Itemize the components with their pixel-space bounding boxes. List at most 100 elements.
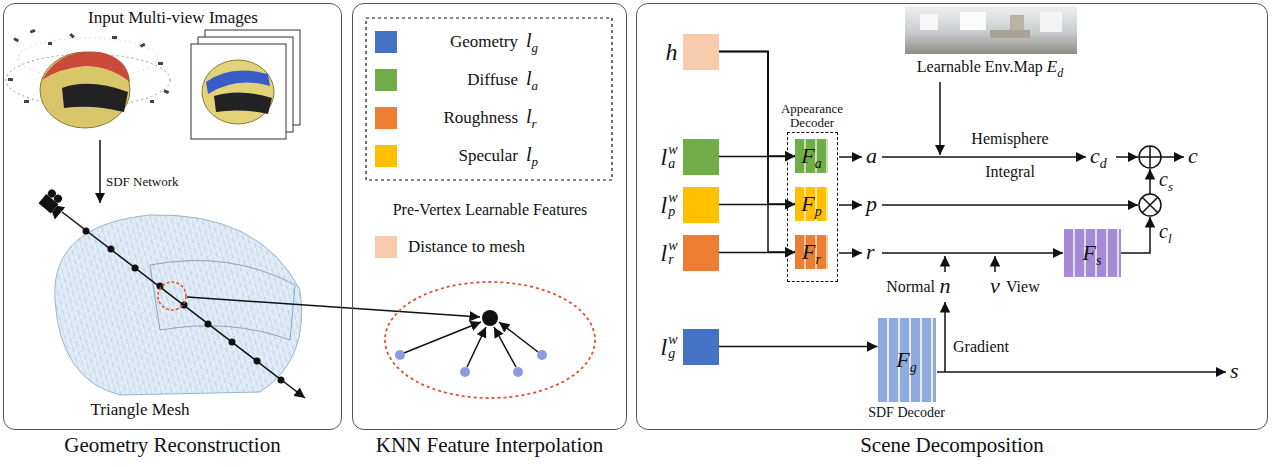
helmet-render (40, 52, 130, 128)
connector-arrow (719, 252, 796, 254)
label-group: c (1188, 143, 1198, 168)
function-symbol: F (1083, 242, 1096, 264)
legend-text: Geometry (450, 32, 518, 52)
annotation: SDF Network (106, 174, 179, 189)
camera-ray (62, 212, 305, 398)
label-group: Gradient (953, 338, 1009, 356)
math-symbol: a (866, 143, 877, 168)
operator-symbols (1139, 146, 1161, 216)
subscript: p (815, 204, 822, 220)
feature-box: lwg (683, 329, 719, 365)
label-group: Integral (985, 163, 1035, 181)
math-symbol: r (866, 239, 875, 264)
annotation: Integral (985, 163, 1035, 180)
annotation: Input Multi-view Images (88, 8, 258, 27)
group-title: Appearance Decoder (774, 102, 850, 131)
math-symbol: E (1047, 57, 1057, 76)
label-group: cl (1159, 220, 1172, 243)
panel-caption: KNN Feature Interpolation (353, 433, 626, 458)
label-group: la (526, 67, 538, 90)
superscript: w (668, 191, 677, 205)
feature-box: lwa (683, 139, 719, 175)
legend-swatch (375, 107, 397, 129)
label-group: a (866, 143, 877, 168)
annotation: Hemisphere (971, 130, 1048, 147)
math-symbol: p (866, 191, 877, 216)
panel-caption: Scene Decomposition (637, 433, 1267, 458)
label-group: Hemisphere (971, 130, 1048, 148)
legend-text: Roughness (443, 108, 518, 128)
annotation: Normal (886, 278, 935, 295)
legend-text: Distance to mesh (408, 237, 525, 257)
subscript: r (532, 116, 537, 131)
decoder-group: Appearance DecoderFaFpFr (787, 132, 838, 282)
function-symbol: F (802, 241, 815, 263)
feature-box: lwr (683, 235, 719, 271)
subscript: a (815, 156, 822, 172)
label-group: cd (1090, 143, 1107, 168)
legend-swatch (375, 69, 397, 91)
feature-symbol: l (660, 145, 667, 169)
subscript: d (1100, 156, 1107, 171)
subscript: d (1057, 66, 1063, 80)
subscript: p (532, 154, 539, 169)
connector-arrow (719, 52, 796, 253)
feature-box: h (683, 34, 719, 70)
connector-arrow (719, 204, 796, 206)
subscript: g (910, 360, 917, 376)
legend-frame (366, 18, 612, 180)
legend-swatch (375, 145, 397, 167)
label-group: SDF Network (106, 172, 179, 190)
legend-text: Specular (459, 146, 518, 166)
label-group: View (1006, 278, 1040, 296)
function-symbol: F (801, 193, 814, 215)
decoder-block: Fp (795, 187, 828, 221)
feature-symbol: l (660, 193, 667, 217)
connector-arrow (719, 346, 878, 348)
camera-icon (37, 188, 69, 220)
math-symbol: l (526, 105, 532, 127)
subscript: l (1168, 231, 1172, 246)
annotation: Learnable Env.Map (917, 58, 1043, 75)
label-group: lp (526, 143, 538, 166)
superscript: w (668, 143, 677, 157)
label-group: p (866, 191, 877, 216)
label-group: n (940, 273, 951, 298)
label-group: cs (1159, 168, 1173, 191)
math-symbol: c (1159, 220, 1168, 242)
connector-arrow (719, 156, 796, 158)
subscript: g (668, 347, 677, 361)
label-group: Learnable Env.MapEd (917, 57, 1063, 77)
lookup-arrow (187, 297, 480, 317)
math-symbol: n (940, 273, 951, 298)
annotation: View (1006, 278, 1040, 295)
subscript: r (816, 252, 821, 268)
environment-map (905, 6, 1077, 54)
subscript: s (1168, 179, 1173, 194)
label-group: s (1230, 358, 1239, 383)
math-symbol: c (1090, 143, 1100, 168)
connector-arrow (719, 52, 796, 205)
label-group: Input Multi-view Images (88, 8, 258, 28)
subscript: a (532, 78, 539, 93)
feature-box: lwp (683, 187, 719, 223)
math-symbol: v (990, 273, 1000, 298)
function-symbol: F (801, 145, 814, 167)
flow-arrow (99, 140, 101, 203)
annotation: Gradient (953, 338, 1009, 355)
annotation: Pre-Vertex Learnable Features (393, 201, 588, 218)
block-caption: SDF Decoder (868, 405, 945, 421)
subscript: g (532, 40, 539, 55)
legend-swatch (375, 236, 397, 258)
shading-mlp: Fs (1064, 229, 1121, 277)
feature-symbol: l (660, 335, 667, 359)
label-group: Normal (886, 278, 935, 296)
math-symbol: l (526, 67, 532, 89)
function-symbol: F (896, 349, 909, 371)
math-symbol: l (526, 143, 532, 165)
label-group: v (990, 273, 1000, 298)
stage-panel: Geometry Reconstruction (3, 3, 342, 430)
sdf-decoder: FgSDF Decoder (878, 318, 936, 402)
math-symbol: s (1230, 358, 1239, 383)
image-stack (191, 30, 300, 139)
